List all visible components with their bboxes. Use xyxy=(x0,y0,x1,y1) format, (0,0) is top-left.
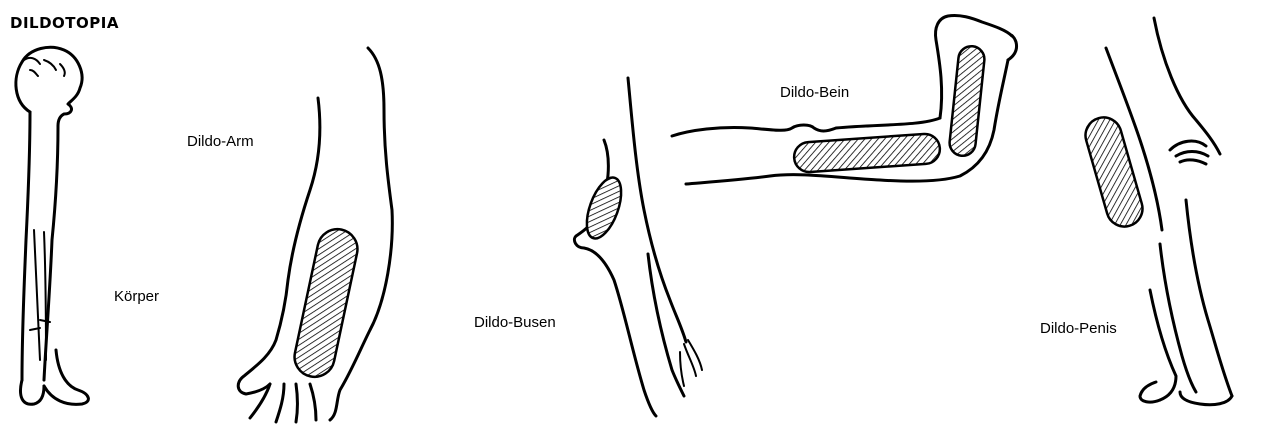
dildo-busen-shape xyxy=(580,173,628,243)
label-dildo-arm: Dildo-Arm xyxy=(187,133,254,150)
dildo-bein-shape xyxy=(793,133,941,173)
label-koerper: Körper xyxy=(114,288,159,305)
label-dildo-bein: Dildo-Bein xyxy=(780,84,849,101)
dildo-arm-shape xyxy=(291,225,361,380)
dildo-busen-figure xyxy=(574,78,702,416)
dildo-penis-figure xyxy=(1081,18,1232,405)
body-figure xyxy=(16,47,89,404)
dildo-arm-figure xyxy=(238,48,392,422)
label-dildo-penis: Dildo-Penis xyxy=(1040,320,1117,337)
label-dildo-busen: Dildo-Busen xyxy=(474,314,556,331)
